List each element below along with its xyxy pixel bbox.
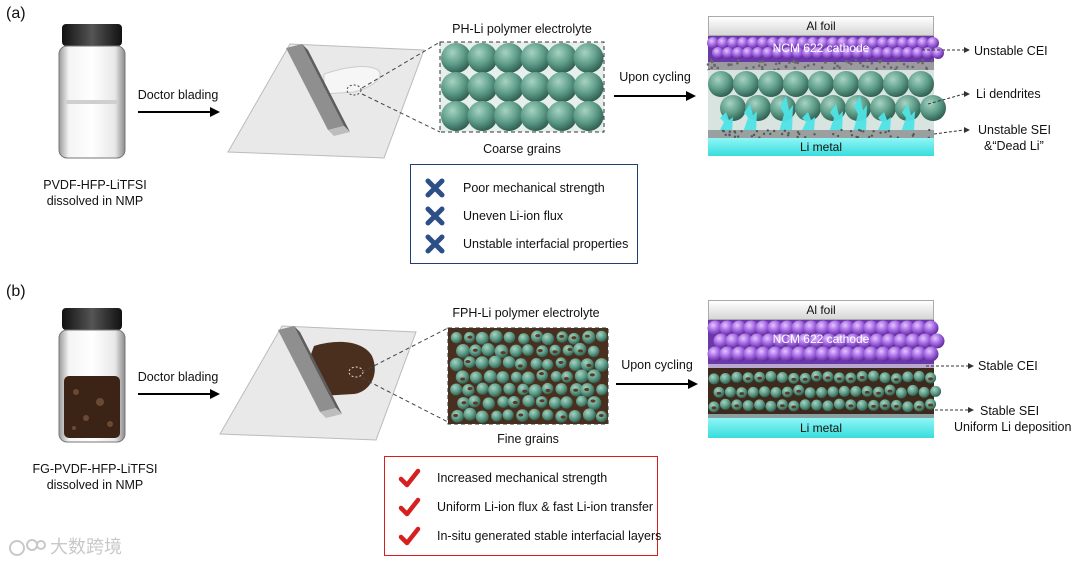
drawback-text: Poor mechanical strength (463, 181, 605, 195)
callout-stable-sei: Stable SEI (980, 404, 1040, 418)
grain-size-label: Coarse grains (483, 142, 561, 156)
callout-lines (926, 363, 974, 413)
check-mark-icon (398, 468, 421, 488)
x-cross-icon (425, 178, 445, 198)
electrolyte-title: FPH-Li polymer electrolyte (452, 306, 600, 320)
li-metal-layer: Li metal (708, 418, 934, 438)
grain-size-label: Fine grains (497, 432, 559, 446)
check-mark-icon (398, 526, 421, 546)
doctor-blading-arrow (138, 107, 220, 117)
jar-caption-line-1: FG-PVDF-HFP-LiTFSI (32, 462, 158, 476)
empty-jar-icon (58, 24, 126, 159)
x-cross-icon (425, 234, 445, 254)
electrolyte-title: PH-Li polymer electrolyte (452, 22, 592, 36)
drawbacks-box: Poor mechanical strength Uneven Li-ion f… (410, 164, 638, 264)
panel-b-label: (b) (6, 283, 26, 300)
doctor-blade-film-illustration (227, 43, 425, 159)
al-foil-layer: Al foil (708, 300, 934, 320)
cathode-label: NCM 622 cathode (772, 332, 870, 346)
callout-unstable-cei: Unstable CEI (974, 44, 1048, 58)
advantage-text: Increased mechanical strength (437, 471, 608, 485)
electrolyte-layer-uniform (708, 368, 942, 418)
upon-cycling-label: Upon cycling (619, 70, 691, 84)
li-metal-label: Li metal (799, 140, 843, 154)
al-foil-layer: Al foil (708, 16, 934, 36)
battery-cell-stack: Al foil NCM 622 cathode Li metal (706, 16, 946, 156)
watermark-logo-icon (9, 539, 46, 556)
electrolyte-layer-dendrites (708, 70, 946, 140)
al-foil-label: Al foil (806, 19, 836, 33)
callout-uniform-li: Uniform Li deposition (954, 420, 1072, 434)
cathode-layer (706, 36, 944, 72)
cathode-label: NCM 622 cathode (772, 41, 870, 55)
upon-cycling-arrow (616, 379, 698, 389)
check-mark-icon (398, 497, 421, 517)
callout-unstable-sei: Unstable SEI (978, 123, 1051, 137)
filled-jar-icon (58, 308, 126, 443)
coarse-grains-illustration (439, 41, 605, 133)
cathode-layer (707, 320, 945, 368)
panel-a-label: (a) (6, 5, 26, 22)
zoom-lines (361, 41, 441, 133)
callout-dead-li: &“Dead Li” (984, 139, 1044, 153)
advantages-box: Increased mechanical strength Uniform Li… (384, 456, 662, 556)
advantage-text: In-situ generated stable interfacial lay… (437, 529, 662, 543)
doctor-blading-arrow (138, 389, 220, 399)
al-foil-label: Al foil (806, 303, 836, 317)
callout-stable-cei: Stable CEI (978, 359, 1038, 373)
callout-li-dendrites: Li dendrites (976, 87, 1041, 101)
li-metal-layer: Li metal (708, 138, 934, 156)
advantage-text: Uniform Li-ion flux & fast Li-ion transf… (437, 500, 654, 514)
jar-caption-line-1: PVDF-HFP-LiTFSI (43, 178, 147, 192)
doctor-blade-film-illustration (219, 325, 417, 441)
upon-cycling-label: Upon cycling (621, 358, 693, 372)
fine-grains-illustration (447, 327, 609, 425)
drawback-text: Unstable interfacial properties (463, 237, 629, 251)
watermark-text: 大数跨境 (50, 537, 122, 557)
upon-cycling-arrow (614, 91, 696, 101)
jar-caption-line-2: dissolved in NMP (46, 478, 144, 492)
drawback-text: Uneven Li-ion flux (463, 209, 564, 223)
zoom-lines (361, 327, 449, 423)
x-cross-icon (425, 206, 445, 226)
li-metal-label: Li metal (799, 421, 843, 435)
doctor-blading-label: Doctor blading (137, 88, 219, 102)
battery-cell-stack: Al foil NCM 622 cathode Li metal (707, 300, 945, 438)
doctor-blading-label: Doctor blading (137, 370, 219, 384)
jar-caption-line-2: dissolved in NMP (46, 194, 144, 208)
callout-lines (922, 47, 970, 135)
